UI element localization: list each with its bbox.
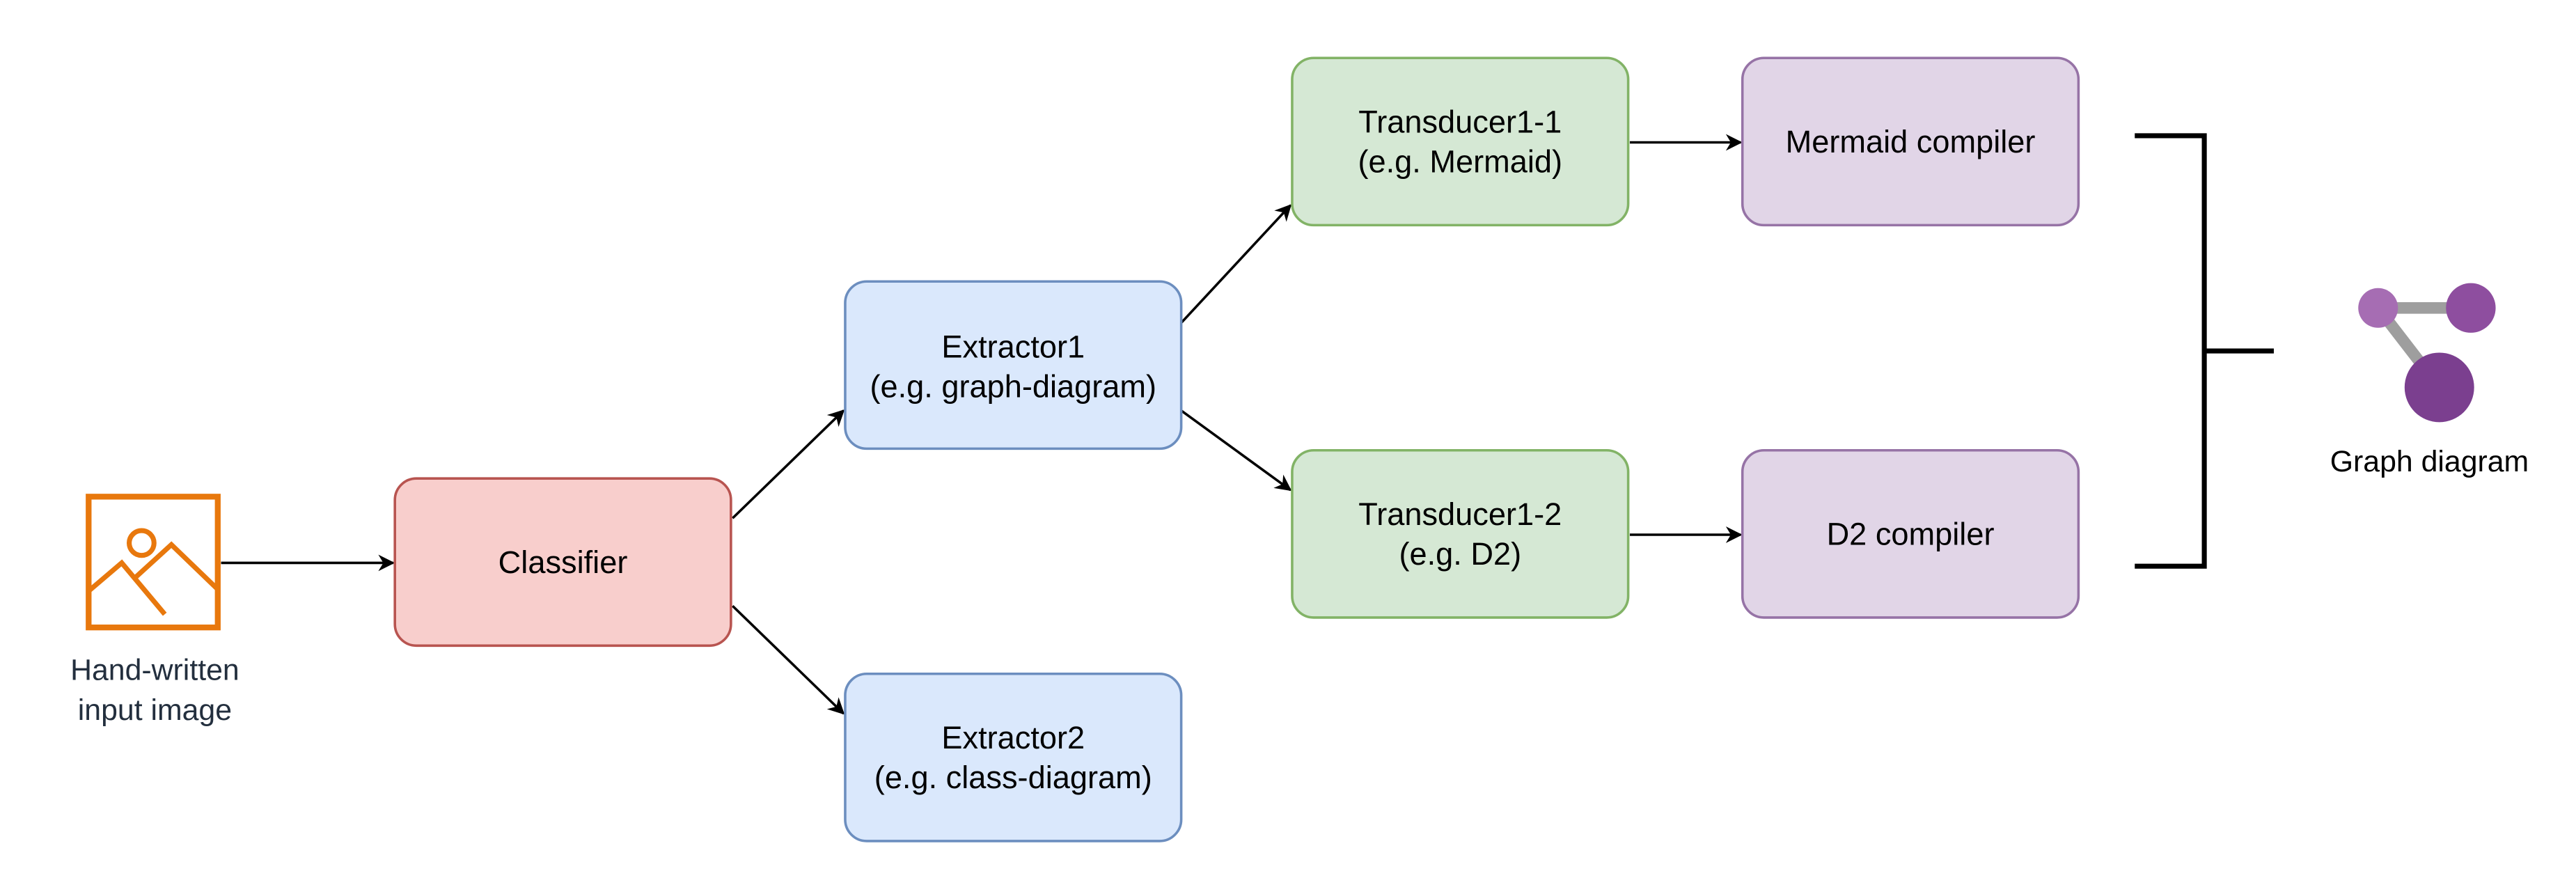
extractor1-label-line2: (e.g. graph-diagram)	[870, 369, 1156, 405]
edge-classifier-to-extractor2	[732, 604, 845, 715]
transducer1-2-label-line1: Transducer1-2	[1358, 496, 1562, 532]
transducer1-1-label-line2: (e.g. Mermaid)	[1358, 143, 1562, 179]
mermaid-compiler-label: Mermaid compiler	[1786, 124, 2036, 159]
transducer1-2-node: Transducer1-2 (e.g. D2)	[1291, 448, 1630, 619]
mermaid-compiler-node: Mermaid compiler	[1741, 56, 2080, 227]
transducer1-2-label-line2: (e.g. D2)	[1399, 536, 1521, 572]
transducer1-1-label-line1: Transducer1-1	[1358, 104, 1562, 139]
d2-compiler-label: D2 compiler	[1827, 516, 1995, 551]
edge-classifier-to-extractor1	[732, 409, 845, 519]
extractor1-node: Extractor1 (e.g. graph-diagram)	[844, 280, 1183, 450]
transducer1-1-node: Transducer1-1 (e.g. Mermaid)	[1291, 56, 1630, 227]
input-label-line1: Hand-written	[70, 654, 239, 687]
classifier-node: Classifier	[393, 477, 732, 648]
graph-diagram-icon	[2358, 283, 2496, 423]
edge-extractor1-to-transducer1-1	[1180, 204, 1292, 324]
image-icon	[86, 494, 221, 631]
edges	[221, 134, 1743, 715]
d2-compiler-node: D2 compiler	[1741, 448, 2080, 619]
merge-bracket	[2135, 133, 2274, 569]
extractor2-label-line1: Extractor2	[941, 720, 1085, 755]
extractor2-label-line2: (e.g. class-diagram)	[874, 760, 1152, 795]
edge-extractor1-to-transducer1-2	[1180, 409, 1292, 492]
output-label: Graph diagram	[2330, 445, 2529, 478]
extractor2-node: Extractor2 (e.g. class-diagram)	[844, 672, 1183, 842]
classifier-label: Classifier	[498, 544, 628, 580]
extractor1-label-line1: Extractor1	[941, 329, 1085, 365]
input-label-line2: input image	[78, 693, 232, 727]
